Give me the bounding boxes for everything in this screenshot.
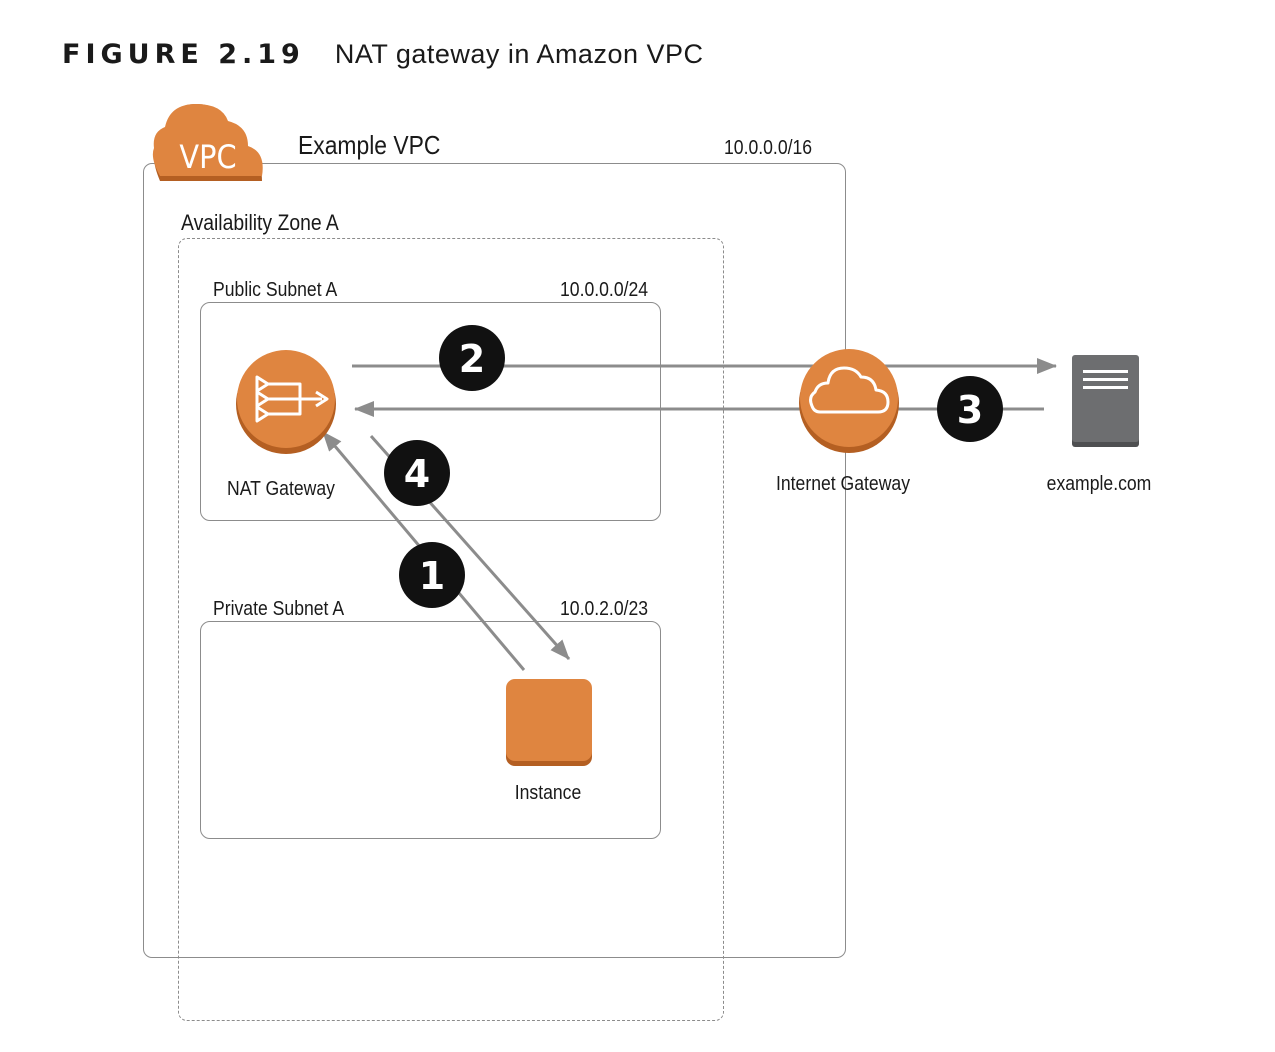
server-icon [1072,355,1139,447]
public-subnet-name: Public Subnet A [213,279,338,301]
step-badge-4: 4 [384,440,450,506]
step-badge-2-text: 2 [459,337,485,381]
public-subnet-container [200,302,661,521]
step-badge-1: 1 [399,542,465,608]
instance-label: Instance [514,782,582,804]
figure-title: FIGURE 2.19 NAT gateway in Amazon VPC [62,34,704,75]
nat-gateway-icon [236,350,336,454]
private-subnet-cidr: 10.0.2.0/23 [560,598,649,620]
vpc-badge-text: VPC [179,138,236,176]
step-badge-4-text: 4 [404,452,430,496]
availability-zone-container [178,238,724,1021]
instance-icon [506,679,592,766]
private-subnet-container [200,621,661,839]
private-subnet-name: Private Subnet A [213,598,345,620]
step-badge-2: 2 [439,325,505,391]
step-badge-1-text: 1 [419,554,445,598]
nat-gateway-label: NAT Gateway [227,478,335,500]
vpc-cidr: 10.0.0.0/16 [724,137,813,159]
vpc-container [143,163,846,958]
vpc-name: Example VPC [298,130,441,160]
step-badge-3: 3 [937,376,1003,442]
internet-gateway-icon [799,349,899,453]
server-label: example.com [1046,473,1152,495]
figure-number: FIGURE 2.19 [62,39,305,70]
step-badge-3-text: 3 [957,388,983,432]
vpc-cloud-icon: VPC [152,104,263,181]
figure-caption: NAT gateway in Amazon VPC [334,39,704,69]
availability-zone-name: Availability Zone A [181,210,339,235]
public-subnet-cidr: 10.0.0.0/24 [560,279,649,301]
internet-gateway-label: Internet Gateway [775,473,911,495]
